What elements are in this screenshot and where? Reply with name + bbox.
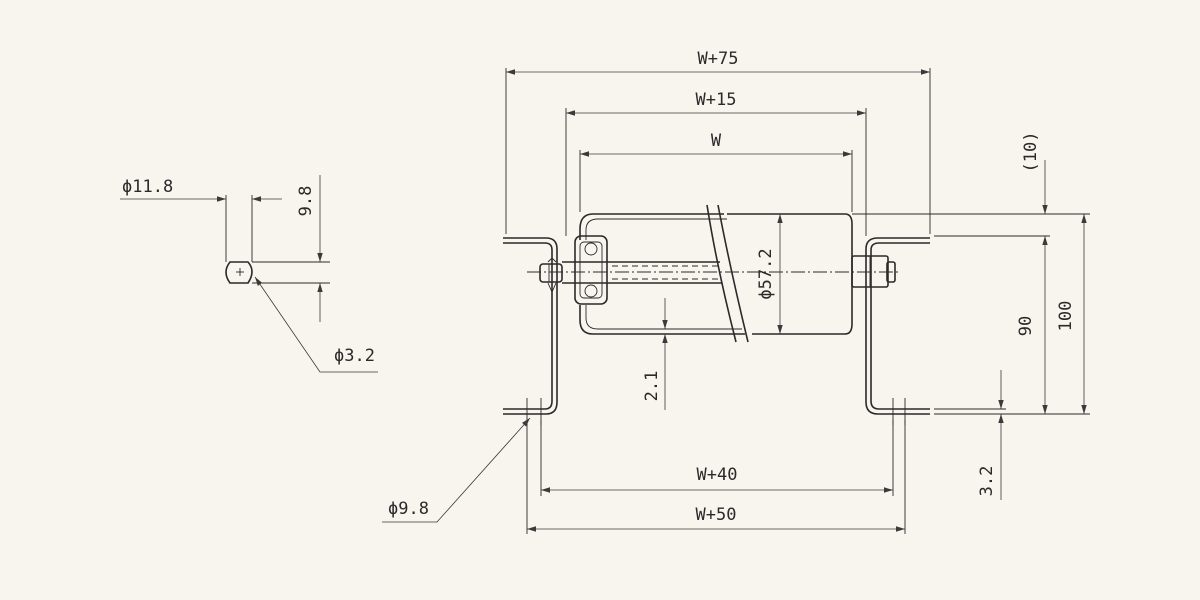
left-frame-outer	[503, 237, 558, 415]
shaft-profile	[225, 261, 253, 284]
roller	[527, 204, 900, 343]
dim-d98-label: ϕ9.8	[388, 499, 429, 519]
bottom-dimensions: W+40 W+50 ϕ9.8	[382, 417, 906, 534]
dim-t21-label: 2.1	[642, 371, 662, 402]
shaft-section-detail: ϕ11.8 9.8 ϕ3.2	[120, 175, 378, 373]
right-frame	[865, 237, 930, 425]
bearing-ball	[584, 284, 598, 298]
dim-h100-label: 100	[1056, 301, 1076, 332]
top-dimensions: W+75 W+15 W	[505, 49, 931, 236]
tube-top-inner	[585, 218, 727, 240]
dim-t32-label: 3.2	[977, 466, 997, 497]
bearing-housing	[574, 235, 608, 305]
dim-w-label: W	[711, 131, 722, 151]
snap-pin	[547, 257, 557, 294]
left-frame-inner	[503, 242, 553, 410]
leader-d98	[382, 417, 531, 523]
break-line	[706, 204, 737, 343]
dim-s98-label: 9.8	[296, 186, 316, 217]
right-frame-outer	[865, 237, 930, 415]
tube-top-left	[579, 213, 724, 240]
tube-bottom-left	[579, 305, 745, 335]
dim-d32-label: ϕ3.2	[334, 346, 375, 366]
tube-bottom-inner	[585, 305, 742, 330]
right-dimensions: (10) 90 100 3.2	[852, 132, 1090, 500]
dim-roller-diameter: ϕ57.2	[756, 214, 783, 334]
tube-right	[727, 213, 853, 335]
dim-w40-label: W+40	[697, 465, 738, 485]
break-line	[717, 204, 749, 343]
bearing-ball	[584, 242, 598, 256]
leader-d32	[254, 276, 378, 373]
bearing-inner	[579, 241, 603, 299]
dim-d57-label: ϕ57.2	[756, 248, 776, 299]
dim-w15-label: W+15	[696, 90, 737, 110]
dim-h90-label: 90	[1016, 316, 1036, 336]
dim-h10-label: (10)	[1021, 132, 1041, 173]
dim-tube-thickness: 2.1	[642, 298, 668, 410]
dim-w75-label: W+75	[698, 49, 739, 69]
dim-d118-label: ϕ11.8	[122, 177, 173, 197]
shaft-end-left	[539, 263, 563, 283]
dim-w50-label: W+50	[696, 505, 737, 525]
right-frame-inner	[870, 242, 930, 410]
